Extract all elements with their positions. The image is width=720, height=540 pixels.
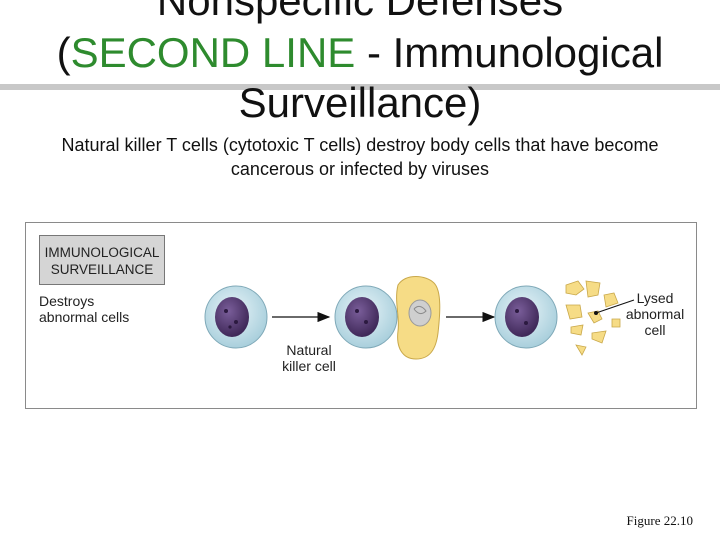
immunological-surveillance-figure: IMMUNOLOGICAL SURVEILLANCE Destroys abno… xyxy=(25,222,697,409)
nk-label-line-2: killer cell xyxy=(264,358,354,374)
subtitle: Natural killer T cells (cytotoxic T cell… xyxy=(20,133,700,181)
abnormal-cell xyxy=(397,277,440,360)
badge-line-1: IMMUNOLOGICAL xyxy=(40,244,164,261)
nk-cell-1 xyxy=(205,286,267,348)
title-rest: - Immunological xyxy=(355,29,663,76)
description-line-2: abnormal cells xyxy=(39,309,129,325)
title-line-1: Nonspecific Defenses xyxy=(0,0,720,24)
title-accent: SECOND LINE xyxy=(71,29,356,76)
badge-line-2: SURVEILLANCE xyxy=(40,261,164,278)
immunological-surveillance-badge: IMMUNOLOGICAL SURVEILLANCE xyxy=(39,235,165,285)
nk-cell-2 xyxy=(335,286,397,348)
figure-reference: Figure 22.10 xyxy=(627,513,693,529)
nk-cell-3 xyxy=(495,286,557,348)
nk-label-line-1: Natural xyxy=(264,342,354,358)
lysed-line-2: abnormal xyxy=(620,306,690,322)
title-line-3: Surveillance) xyxy=(0,80,720,126)
description-line-1: Destroys xyxy=(39,293,129,309)
lysed-cell-label: Lysed abnormal cell xyxy=(620,290,690,338)
nk-cell-label: Natural killer cell xyxy=(264,342,354,374)
lysed-line-3: cell xyxy=(620,322,690,338)
lysed-line-1: Lysed xyxy=(620,290,690,306)
description-label: Destroys abnormal cells xyxy=(39,293,129,325)
title-paren: ( xyxy=(57,29,71,76)
lysed-fragments xyxy=(566,281,620,355)
title-line-2: (SECOND LINE - Immunological xyxy=(0,30,720,76)
lysed-pointer-dot xyxy=(594,311,598,315)
